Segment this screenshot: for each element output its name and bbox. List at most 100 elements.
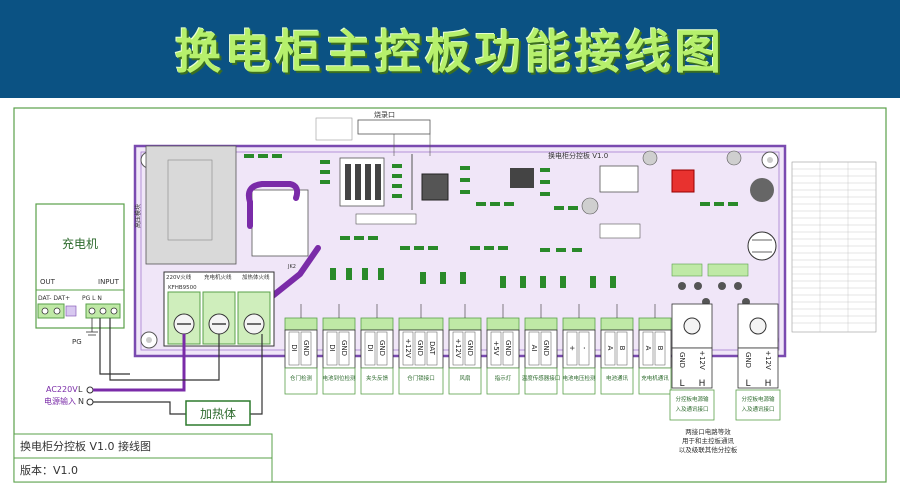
connector-2: DI GND 夹头反馈: [360, 304, 394, 395]
ac-n-label: N: [78, 397, 84, 406]
connector-label: 指示灯: [495, 374, 512, 382]
connector-pin-label: -: [580, 347, 588, 350]
relay-jumper-wire: [245, 181, 301, 205]
connector-pin-label: DI: [366, 344, 374, 351]
ac-input-line1: AC220V: [46, 385, 78, 394]
programming-port: [357, 119, 431, 135]
connector-label: 充电机通讯: [641, 374, 669, 382]
reference-table: [791, 161, 877, 333]
comm-port-label: 分控板电源输: [741, 395, 775, 403]
connector-label: 电池通讯: [606, 374, 629, 382]
comm-port-pin: GND: [678, 352, 686, 368]
board-name: 换电柜分控板 V1.0: [548, 151, 608, 160]
regulator: [599, 165, 639, 193]
connector-pin-label: GND: [340, 340, 348, 356]
charger-in-pins: PG L N: [82, 295, 102, 302]
connector-pin-label: GND: [504, 340, 512, 356]
connector-pin-label: A: [606, 346, 614, 351]
connector-pin-label: DI: [328, 344, 336, 351]
connector-pin-label: A: [644, 346, 652, 351]
connector-pin-label: GND: [542, 340, 550, 356]
title-banner: 换电柜主控板功能接线图: [0, 0, 900, 98]
hv-module-label: 高压模块: [134, 204, 142, 228]
buzzer-icon: [750, 178, 774, 202]
connector-pin-label: AI: [530, 345, 538, 352]
power-terminal-block: 220V火线 充电机火线 加热体火线 KFHB9500: [163, 271, 275, 347]
comm-port-label: 入及通讯接口: [741, 405, 774, 413]
charger-out-label: OUT: [40, 278, 56, 286]
page-title: 换电柜主控板功能接线图: [175, 25, 725, 79]
live-wire: [93, 334, 186, 392]
connector-7: + - 电池电压检测: [562, 304, 596, 395]
power-header-2: 充电机火线: [204, 273, 232, 281]
capacitor-icon: [747, 231, 777, 261]
connector-pin-label: DAT: [428, 341, 436, 356]
connector-label: 仓门检测: [290, 374, 313, 382]
connector-pin-label: B: [618, 346, 626, 351]
connector-1: DI GND 电池到位检测: [322, 304, 356, 395]
charger-out-pins: DAT- DAT+: [38, 295, 70, 302]
connector-label: 仓门锁接口: [407, 374, 435, 382]
connector-label: 电池到位检测: [322, 374, 356, 382]
connector-4: +12V GND 风扇: [448, 304, 482, 395]
connector-0: DI GND 仓门检测: [284, 304, 318, 395]
ic-chip: [510, 168, 534, 188]
connector-pin-label: GND: [416, 340, 424, 356]
mcu-chip: [421, 173, 449, 201]
title-block-name: 换电柜分控板 V1.0 接线图: [20, 439, 151, 453]
title-block: 换电柜分控板 V1.0 接线图 版本：V1.0: [13, 433, 273, 483]
comm-port-pin: GND: [744, 352, 752, 368]
comm-port-line: L: [679, 379, 684, 389]
connector-pin-label: +12V: [404, 338, 412, 358]
charger-sticker-icon: [65, 305, 77, 317]
connector-pin-label: GND: [302, 340, 310, 356]
heater-box: [185, 400, 251, 426]
connector-pin-label: GND: [466, 340, 474, 356]
comm-port-pin: +12V: [764, 350, 772, 370]
charger-label: 充电机: [62, 236, 98, 251]
connector-label: 夹头反馈: [366, 374, 389, 382]
charger-unit: 充电机 OUT INPUT DAT- DAT+ PG L N PG: [35, 203, 125, 346]
wiring-diagram: 换电柜分控板 V1.0 接线图 版本：V1.0 充电机 OUT INPUT DA…: [13, 107, 887, 483]
connector-5: +5V GND 指示灯: [486, 304, 520, 395]
ac-input-line2: 电源输入: [44, 396, 76, 406]
connector-pin-label: +5V: [492, 340, 500, 355]
connector-strip: DI GND 仓门检测 DI GND 电池到位检测 DI GND 夹头反馈 +12V GND DAT 仓…: [284, 304, 672, 395]
heater-label: 加热体: [200, 407, 236, 421]
relay: [251, 189, 309, 257]
hv-module: [145, 145, 237, 265]
charger-in-label: INPUT: [98, 278, 120, 286]
comm-port-line: H: [699, 379, 706, 389]
power-header-1: 220V火线: [166, 273, 192, 281]
programming-port-label: 烧录口: [374, 110, 395, 119]
connector-3: +12V GND DAT 仓门锁接口: [398, 304, 444, 395]
ac-input: AC220V 电源输入 L N 加热体: [44, 318, 263, 426]
connector-pin-label: +: [568, 345, 576, 351]
title-block-version: 版本：V1.0: [20, 463, 78, 477]
connector-pin-label: GND: [378, 340, 386, 356]
connector-pin-label: +12V: [454, 338, 462, 358]
ac-l-label: L: [78, 385, 83, 394]
connector-label: 温度传感器接口: [522, 374, 561, 382]
connector-pin-label: B: [656, 346, 664, 351]
connector-pin-label: DI: [290, 344, 298, 351]
comm-port-label: 分控板电源输: [675, 395, 709, 403]
connector-label: 电池电压检测: [562, 374, 596, 382]
connector-6: AI GND 温度传感器接口: [522, 304, 561, 395]
fuse: [671, 169, 695, 193]
right-port-note: 两接口电路等效用于和主控板通讯以及级联其他分控板: [679, 427, 738, 454]
power-header-3: 加热体火线: [242, 273, 270, 281]
power-part: KFHB9500: [168, 285, 197, 291]
charger-pg-label: PG: [72, 338, 82, 346]
relay-label: JK2: [287, 264, 296, 270]
comm-port-label: 入及通讯接口: [675, 405, 708, 413]
comm-port-line: L: [745, 379, 750, 389]
comm-port-line: H: [765, 379, 772, 389]
comm-port-pin: +12V: [698, 350, 706, 370]
connector-label: 风扇: [459, 374, 470, 382]
